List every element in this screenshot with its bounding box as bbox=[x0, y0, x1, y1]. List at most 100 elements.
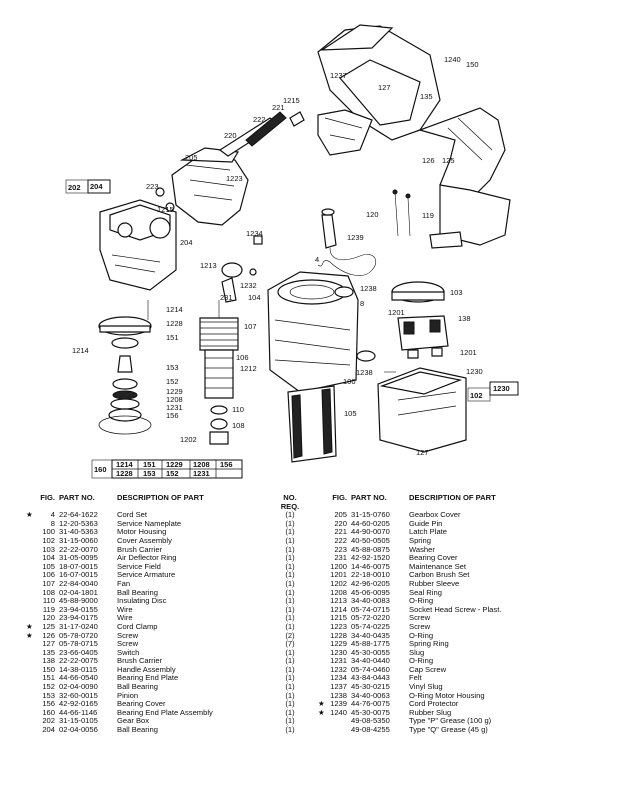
part-description: Spring bbox=[409, 535, 431, 545]
part-description: Fan bbox=[117, 578, 131, 588]
exploded-parts-diagram: 1240 150 1237 127 135 1215 221 222 220 2… bbox=[65, 24, 519, 479]
part-description: Screw bbox=[409, 621, 431, 631]
callout-label: 100 bbox=[343, 377, 356, 386]
callout-label: 1238 bbox=[360, 284, 377, 293]
fig-number: 104 bbox=[42, 553, 55, 563]
quantity-required: (1) bbox=[619, 657, 625, 666]
quantity-required: (1) bbox=[619, 709, 625, 718]
part-description: Rubber Sleeve bbox=[409, 578, 460, 588]
fig-number: 1215 bbox=[330, 613, 347, 623]
callout-label: 1223 bbox=[226, 174, 243, 183]
part-description: Bearing End Plate Assembly bbox=[117, 707, 213, 717]
part-description: Ball Bearing bbox=[117, 682, 158, 692]
quantity-required: (1) bbox=[619, 563, 625, 572]
fig-number: 1229 bbox=[330, 639, 347, 649]
part-description: Insulating Disc bbox=[117, 596, 167, 606]
cover-assembly bbox=[377, 367, 467, 453]
callout-label: 1214 bbox=[166, 305, 183, 314]
callout-label: 135 bbox=[420, 92, 433, 101]
header-fig: FIG. bbox=[332, 493, 347, 502]
part-number: 40-50-0505 bbox=[351, 535, 390, 545]
quantity-required: (1) bbox=[285, 561, 295, 571]
fig-number: 1240 bbox=[330, 707, 347, 717]
quantity-required: (1) bbox=[285, 613, 295, 623]
part-number: 02-04-0090 bbox=[59, 682, 98, 692]
header-part-no: PART NO. bbox=[351, 493, 387, 502]
key-part-marker bbox=[318, 666, 327, 675]
part-description: Pinion bbox=[117, 690, 139, 700]
key-part-marker bbox=[26, 700, 35, 709]
part-description: O-Ring bbox=[409, 656, 434, 666]
grid-160-cell: 156 bbox=[220, 460, 233, 469]
part-number: 45-88-9000 bbox=[59, 596, 98, 606]
part-number: 22-22-0070 bbox=[59, 544, 98, 554]
part-description: Cap Screw bbox=[409, 664, 447, 674]
fig-number: 1231 bbox=[330, 656, 347, 666]
part-number: 05-74-0715 bbox=[351, 604, 390, 614]
callout-label: 125 bbox=[442, 156, 455, 165]
quantity-required: (1) bbox=[285, 682, 295, 692]
quantity-required: (1) bbox=[285, 570, 295, 580]
quantity-required: (1) bbox=[285, 604, 295, 614]
grid-160-cell: 151 bbox=[143, 460, 156, 469]
callout-label: 1231 bbox=[166, 403, 183, 412]
quantity-required: (1) bbox=[619, 571, 625, 580]
fig-number: 160 bbox=[42, 707, 55, 717]
key-part-marker bbox=[26, 657, 35, 666]
key-part-marker bbox=[318, 511, 327, 520]
fig-number: 152 bbox=[42, 682, 55, 692]
part-description: Cord Set bbox=[117, 510, 147, 520]
fig-number: 1214 bbox=[330, 604, 347, 614]
part-number: 49-08-4255 bbox=[351, 725, 390, 735]
key-part-marker bbox=[26, 709, 35, 718]
quantity-required: (1) bbox=[619, 717, 625, 726]
part-number: 22-64-1622 bbox=[59, 510, 98, 520]
part-description: O-Ring bbox=[409, 630, 434, 640]
callout-label: 1214 bbox=[72, 346, 89, 355]
fig-number: 1230 bbox=[330, 647, 347, 657]
part-number: 32-60-0015 bbox=[59, 690, 98, 700]
callout-label: 1201 bbox=[388, 308, 405, 317]
key-part-marker bbox=[318, 614, 327, 623]
key-part-marker: ★ bbox=[26, 621, 33, 631]
part-description: Screw bbox=[117, 639, 139, 649]
handle-assembly bbox=[317, 24, 511, 249]
part-number: 31-15-0060 bbox=[59, 535, 98, 545]
part-number: 34-40-0435 bbox=[351, 630, 390, 640]
part-description: Ball Bearing bbox=[117, 587, 158, 597]
callout-label: 1202 bbox=[180, 435, 197, 444]
fig-number: 222 bbox=[334, 535, 347, 545]
callout-label: 138 bbox=[458, 314, 471, 323]
quantity-required: (1) bbox=[619, 700, 625, 709]
part-number: 05-72-0220 bbox=[351, 613, 390, 623]
quantity-required: (1) bbox=[619, 726, 625, 735]
fig-number: 107 bbox=[42, 578, 55, 588]
fig-number: 202 bbox=[42, 716, 55, 726]
fig-number: 4 bbox=[50, 510, 55, 520]
part-number: 44-66-1146 bbox=[59, 707, 98, 717]
gear-box bbox=[99, 199, 177, 291]
callout-label: 108 bbox=[232, 421, 245, 430]
part-description: Service Armature bbox=[117, 570, 176, 580]
part-number: 02-04-0056 bbox=[59, 725, 98, 735]
key-part-marker bbox=[26, 537, 35, 546]
part-description: Carbon Brush Set bbox=[409, 570, 470, 580]
callout-label: 126 bbox=[422, 156, 435, 165]
quantity-required: (1) bbox=[619, 580, 625, 589]
part-description: Brush Carrier bbox=[117, 656, 163, 666]
quantity-required: (1) bbox=[285, 587, 295, 597]
quantity-required: (1) bbox=[285, 578, 295, 588]
fig-number: 1237 bbox=[330, 682, 347, 692]
part-number: 12-20-5363 bbox=[59, 518, 98, 528]
key-part-marker bbox=[26, 606, 35, 615]
